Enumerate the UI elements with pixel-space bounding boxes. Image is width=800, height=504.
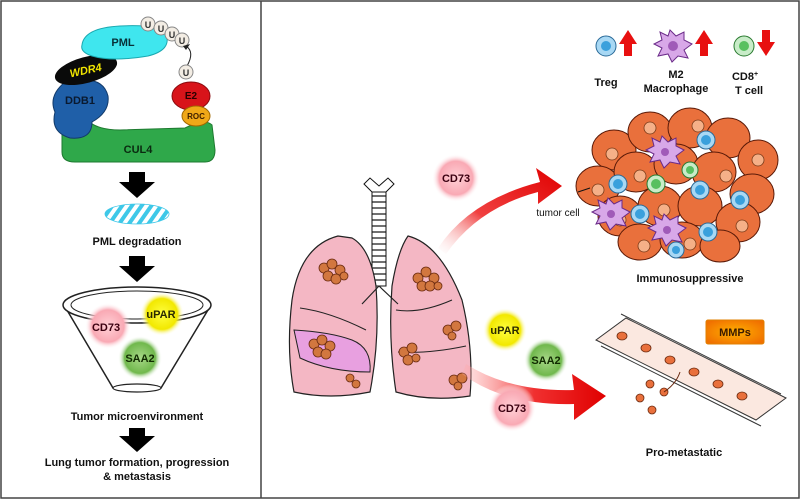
lung-tumors: [308, 258, 468, 391]
svg-text:U: U: [183, 68, 190, 78]
cd73-top-label: CD73: [442, 173, 470, 185]
saa2-label: SAA2: [531, 355, 560, 367]
pro-metastatic-label: Pro-metastatic: [646, 447, 722, 459]
svg-text:U: U: [169, 30, 176, 40]
arrow-to-tme: [438, 168, 562, 254]
roc-label: ROC: [187, 112, 205, 121]
legend: Treg M2 Macrophage CD8+ T cell: [594, 29, 775, 97]
svg-text:U: U: [179, 36, 186, 46]
legend-m2-line2: Macrophage: [644, 83, 709, 95]
funnel-upar-label: uPAR: [146, 309, 175, 321]
svg-text:U: U: [145, 20, 152, 30]
ubiquitin-free: [178, 64, 194, 80]
funnel-saa2-blob: [118, 336, 162, 380]
mmps-box: [705, 319, 765, 345]
legend-tcell: T cell: [735, 85, 763, 97]
lungs: [288, 177, 472, 399]
e2-label: E2: [185, 91, 198, 102]
wdr4-shape: [54, 54, 118, 86]
tumor-cell-pointer: [577, 187, 591, 193]
saa2-blob: [524, 338, 568, 382]
cul4-complex: CUL4 DDB1 WDR4 PML U U U U U E2: [52, 16, 216, 163]
mmps-label: MMPs: [719, 327, 751, 339]
pml-label: PML: [111, 37, 135, 49]
cul4-shape: [61, 117, 216, 163]
ddb1-shape: [52, 79, 109, 139]
ddb1-label: DDB1: [65, 95, 95, 107]
down-arrow-1: [119, 172, 155, 198]
legend-m2-line1: M2: [668, 69, 683, 81]
m2-up-arrow-icon: [695, 30, 713, 56]
pml-degradation-icon: [104, 203, 170, 225]
svg-text:U: U: [158, 24, 165, 34]
legend-treg: Treg: [594, 77, 617, 89]
legend-cd8: CD8+: [732, 71, 758, 83]
upar-label: uPAR: [490, 325, 519, 337]
arrow-to-metastasis: [462, 364, 606, 420]
funnel-cd73-blob: [85, 303, 131, 349]
tumor-mass: [575, 107, 779, 263]
outcome-line-1: Lung tumor formation, progression: [45, 457, 230, 469]
ubiquitin-chain: U U U U: [140, 16, 190, 48]
pml-shape: [81, 25, 168, 60]
cd8-cells: [646, 161, 699, 194]
tumor-microenvironment-label: Tumor microenvironment: [71, 411, 204, 423]
roc-shape: [181, 105, 211, 127]
tumor-cell-label: tumor cell: [536, 208, 579, 219]
cd8-down-arrow-icon: [757, 30, 775, 56]
trachea-rings: [372, 195, 386, 281]
down-arrow-2: [119, 256, 155, 282]
outcome-line-2: & metastasis: [103, 471, 171, 483]
treg-up-arrow-icon: [619, 30, 637, 56]
cd73-bottom-blob: [488, 384, 536, 432]
funnel-cd73-label: CD73: [92, 322, 120, 334]
down-arrow-3: [119, 428, 155, 452]
upar-blob: [483, 308, 527, 352]
pml-degradation-label: PML degradation: [92, 236, 181, 248]
cd73-top-blob: [432, 154, 480, 202]
funnel-saa2-label: SAA2: [125, 353, 154, 365]
funnel-upar-blob: [140, 292, 184, 336]
blood-vessel: [595, 313, 787, 427]
cul4-label: CUL4: [124, 144, 154, 156]
cd73-bottom-label: CD73: [498, 403, 526, 415]
immunosuppressive-label: Immunosuppressive: [637, 273, 744, 285]
treg-cells: [608, 130, 750, 259]
